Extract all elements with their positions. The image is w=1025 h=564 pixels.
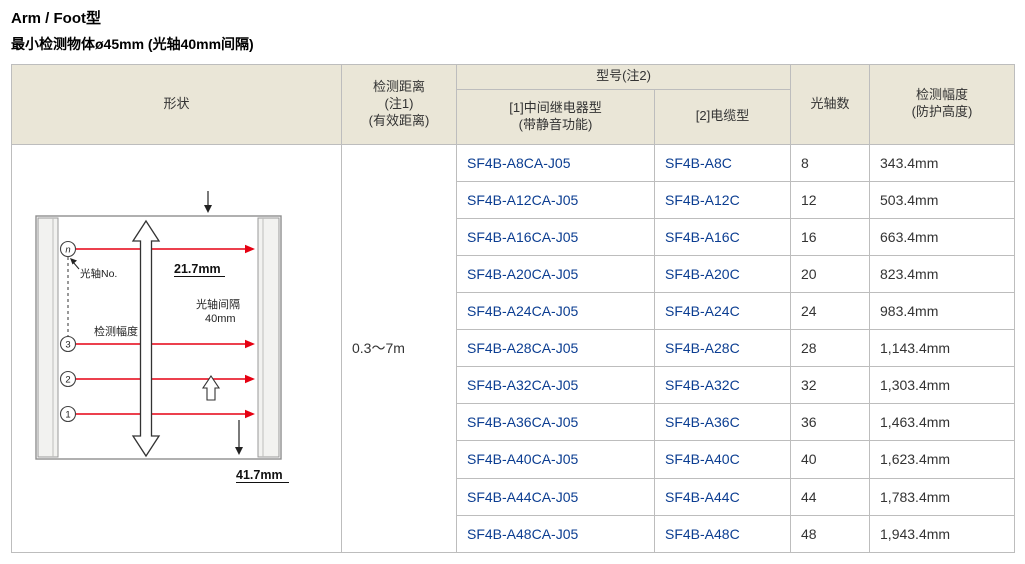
shape-diagram: n 3 2 1 光轴No.: [35, 190, 289, 483]
beam-count-cell: 12: [790, 180, 871, 219]
beam-number-3: 3: [65, 339, 70, 350]
beam-count-cell: 20: [790, 255, 871, 294]
beam-count-cell: 24: [790, 292, 871, 331]
header-distance-line2: (注1): [384, 95, 414, 111]
beam-count-cell: 36: [790, 403, 871, 442]
detection-width-cell: 1,623.4mm: [869, 440, 1016, 479]
beam-count-cell: 16: [790, 217, 871, 257]
detection-width-cell: 503.4mm: [869, 180, 1016, 219]
table-row: SF4B-A40CA-J05 SF4B-A40C 40 1,623.4mm: [12, 440, 1016, 479]
header-beam-count: 光轴数: [790, 63, 871, 145]
model-cable-cell[interactable]: SF4B-A48C: [653, 514, 792, 553]
table-row: SF4B-A28CA-J05 SF4B-A28C 28 1,143.4mm: [12, 329, 1016, 368]
detection-width-cell: 983.4mm: [869, 292, 1016, 331]
model-relay-cell[interactable]: SF4B-A24CA-J05: [456, 292, 655, 331]
header-detection-width-line1: 检测幅度: [916, 87, 969, 103]
page-title: Arm / Foot型: [11, 10, 101, 27]
model-cable-cell[interactable]: SF4B-A12C: [653, 180, 792, 219]
table-row: SF4B-A32CA-J05 SF4B-A32C 32 1,303.4mm: [12, 366, 1016, 405]
model-cable-cell[interactable]: SF4B-A36C: [653, 403, 792, 442]
axis-pitch-label-line2: 40mm: [205, 313, 236, 325]
top-pitch-label: 21.7mm: [174, 262, 221, 276]
model-cable-cell[interactable]: SF4B-A40C: [653, 440, 792, 479]
header-model-cable: [2]电缆型: [653, 88, 792, 145]
sensor-body: [35, 215, 282, 460]
top-dimension-arrow-icon: [204, 190, 212, 213]
header-model-relay-line1: [1]中间继电器型: [509, 99, 602, 115]
model-relay-cell[interactable]: SF4B-A12CA-J05: [456, 180, 655, 219]
model-cable-cell[interactable]: SF4B-A32C: [653, 366, 792, 405]
table-row: n 3 2 1 光轴No.: [11, 143, 1016, 553]
table-row: SF4B-A48CA-J05 SF4B-A48C 48 1,943.4mm: [12, 514, 1016, 553]
beam-no-label: 光轴No.: [80, 267, 117, 280]
detection-width-cell: 1,463.4mm: [869, 403, 1016, 442]
model-relay-cell[interactable]: SF4B-A40CA-J05: [456, 440, 655, 479]
distance-cell: 0.3～7m: [341, 143, 457, 553]
detection-width-cell: 343.4mm: [869, 143, 1016, 182]
table-row: SF4B-A44CA-J05 SF4B-A44C 44 1,783.4mm: [12, 477, 1016, 516]
bottom-dimension-arrow-icon: [235, 419, 243, 455]
detection-width-label: 检测幅度: [94, 324, 138, 338]
header-distance-line3: (有效距离): [368, 112, 430, 128]
table-row: SF4B-A36CA-J05 SF4B-A36C 36 1,463.4mm: [12, 403, 1016, 442]
axis-pitch-label-line1: 光轴间隔: [196, 297, 240, 311]
beam-no-pointer-icon: [70, 257, 80, 270]
detection-width-cell: 1,303.4mm: [869, 366, 1016, 405]
beam-arrows-icon: [60, 244, 255, 418]
beam-number-markers: n 3 2 1: [59, 240, 77, 422]
model-cable-cell[interactable]: SF4B-A8C: [653, 143, 792, 182]
beam-count-cell: 28: [790, 329, 871, 368]
model-cable-cell[interactable]: SF4B-A24C: [653, 292, 792, 331]
header-distance-line1: 检测距离: [372, 78, 425, 94]
table-row: SF4B-A12CA-J05 SF4B-A12C 12 503.4mm: [12, 180, 1016, 219]
beam-count-cell: 8: [790, 143, 871, 182]
model-relay-cell[interactable]: SF4B-A48CA-J05: [456, 514, 655, 553]
model-relay-cell[interactable]: SF4B-A20CA-J05: [456, 255, 655, 294]
header-model-relay: [1]中间继电器型 (带静音功能): [456, 88, 655, 145]
header-detection-width-line2: (防护高度): [911, 104, 973, 120]
beam-count-cell: 48: [790, 514, 871, 553]
model-relay-cell[interactable]: SF4B-A8CA-J05: [456, 143, 655, 182]
model-cable-cell[interactable]: SF4B-A44C: [653, 477, 792, 516]
detection-width-cell: 823.4mm: [869, 255, 1016, 294]
detection-width-cell: 1,943.4mm: [869, 514, 1016, 553]
beam-count-cell: 44: [790, 477, 871, 516]
model-relay-cell[interactable]: SF4B-A36CA-J05: [456, 403, 655, 442]
beam-count-cell: 32: [790, 366, 871, 405]
table-row: SF4B-A24CA-J05 SF4B-A24C 24 983.4mm: [12, 292, 1016, 331]
up-arrow-icon: [201, 374, 221, 401]
model-cable-cell[interactable]: SF4B-A28C: [653, 329, 792, 368]
header-distance: 检测距离 (注1) (有效距离): [341, 63, 457, 145]
beam-number-1: 1: [65, 409, 70, 420]
distance-value: 0.3～7m: [352, 340, 405, 357]
model-cable-cell[interactable]: SF4B-A16C: [653, 217, 792, 257]
detection-width-cell: 1,783.4mm: [869, 477, 1016, 516]
header-detection-width: 检测幅度 (防护高度): [869, 63, 1016, 145]
table-row: SF4B-A16CA-J05 SF4B-A16C 16 663.4mm: [12, 217, 1016, 257]
model-relay-cell[interactable]: SF4B-A28CA-J05: [456, 329, 655, 368]
header-model-group: 型号(注2): [455, 63, 792, 90]
detection-width-cell: 663.4mm: [869, 217, 1016, 257]
page-subtitle: 最小检测物体ø45mm (光轴40mm间隔): [11, 36, 254, 52]
detection-width-cell: 1,143.4mm: [869, 329, 1016, 368]
shape-cell: n 3 2 1 光轴No.: [11, 143, 342, 553]
bottom-pitch-label: 41.7mm: [236, 468, 283, 482]
beam-count-cell: 40: [790, 440, 871, 479]
beam-number-n: n: [65, 244, 70, 255]
model-relay-cell[interactable]: SF4B-A44CA-J05: [456, 477, 655, 516]
model-relay-cell[interactable]: SF4B-A32CA-J05: [456, 366, 655, 405]
spec-table: 形状 检测距离 (注1) (有效距离) 型号(注2) 光轴数 检测幅度 (防护高…: [11, 63, 1016, 553]
model-cable-cell[interactable]: SF4B-A20C: [653, 255, 792, 294]
model-relay-cell[interactable]: SF4B-A16CA-J05: [456, 217, 655, 257]
header-shape: 形状: [11, 63, 342, 145]
table-row: SF4B-A20CA-J05 SF4B-A20C 20 823.4mm: [12, 255, 1016, 294]
header-model-relay-line2: (带静音功能): [518, 116, 593, 132]
beam-number-2: 2: [65, 374, 70, 385]
detection-width-arrow-icon: [131, 219, 161, 457]
